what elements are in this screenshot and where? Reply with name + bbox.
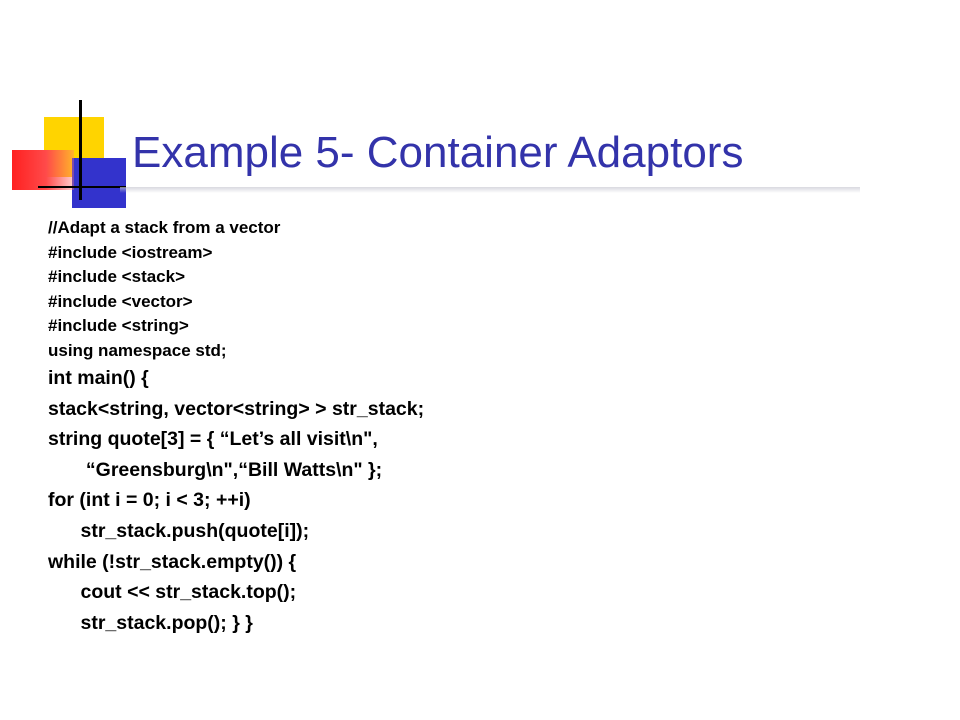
title-underline-shadow	[120, 187, 860, 193]
code-line: #include <stack>	[48, 267, 186, 286]
code-line: for (int i = 0; i < 3; ++i)	[48, 489, 251, 512]
code-line: string quote[3] = { “Let’s all visit\n",	[48, 428, 378, 451]
logo-vertical-line	[79, 100, 82, 200]
code-line: using namespace std;	[48, 340, 227, 360]
code-line: “Greensburg\n",“Bill Watts\n" };	[48, 458, 383, 481]
code-line: stack<string, vector<string> > str_stack…	[48, 397, 425, 420]
logo-red-square	[12, 150, 74, 190]
code-line: int main() {	[48, 367, 149, 389]
code-line: str_stack.push(quote[i]);	[48, 519, 310, 542]
code-block: //Adapt a stack from a vector #include <…	[48, 216, 928, 638]
logo-horizontal-line	[38, 186, 126, 188]
code-line: str_stack.pop(); } }	[48, 611, 253, 634]
code-line: //Adapt a stack from a vector	[48, 218, 281, 237]
code-line: #include <vector>	[48, 291, 193, 311]
code-line: while (!str_stack.empty()) {	[48, 550, 297, 573]
code-line: #include <iostream>	[48, 242, 213, 262]
code-line: #include <string>	[48, 316, 189, 335]
slide-title: Example 5- Container Adaptors	[132, 128, 744, 177]
code-line: cout << str_stack.top();	[48, 581, 297, 604]
